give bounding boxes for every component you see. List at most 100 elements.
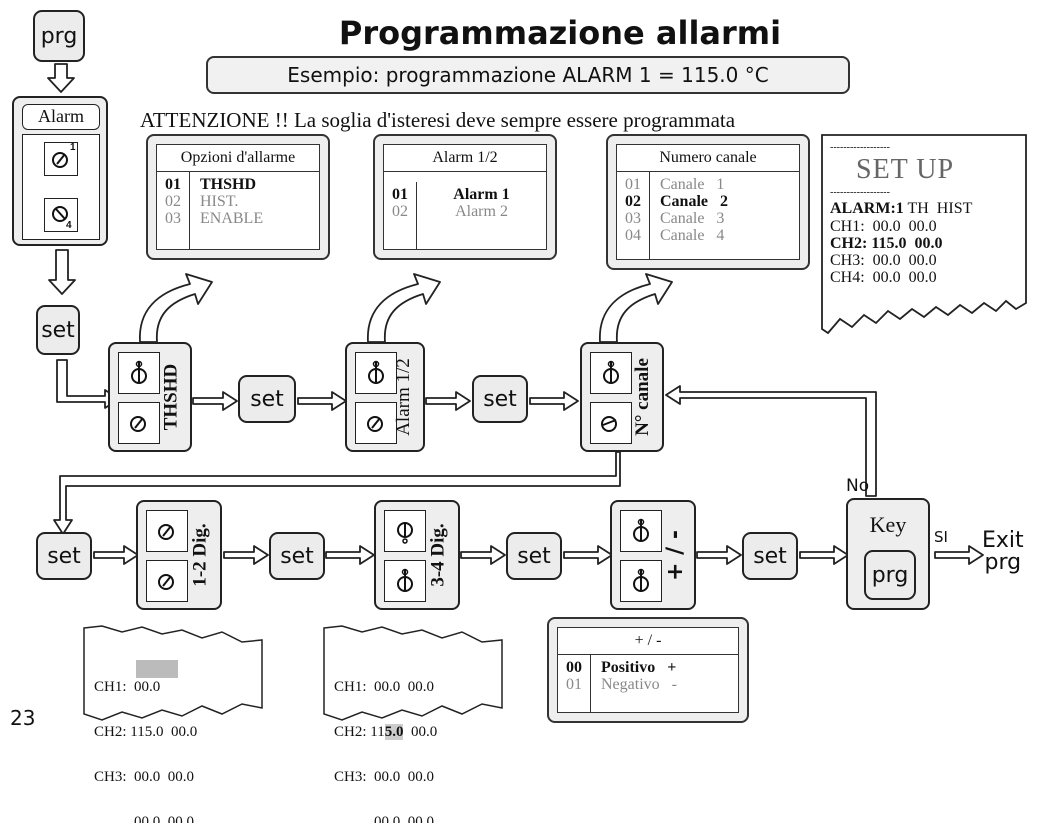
- set-key-1[interactable]: set: [36, 305, 80, 355]
- option: Alarm 2: [455, 203, 508, 220]
- tap-icon: [590, 352, 632, 394]
- slip-paper-2: [323, 625, 503, 721]
- tap-icon: [384, 560, 426, 602]
- dial-4-icon: [44, 198, 78, 232]
- setup-paper: [821, 134, 1027, 335]
- exit-label: Exit prg: [982, 530, 1024, 574]
- sign-label: + / -: [662, 529, 688, 581]
- slip-ch2-rest: 00.0: [163, 724, 198, 740]
- popup-header: Numero canale: [617, 145, 799, 172]
- exit-key-box: Key prg: [846, 498, 930, 610]
- num: 02: [165, 193, 181, 210]
- setup-title: SET UP: [856, 154, 955, 185]
- setup-row: CH1: 00.0 00.0: [830, 218, 937, 235]
- exit-prg-key[interactable]: prg: [864, 550, 916, 600]
- tap-icon: [118, 352, 160, 394]
- example-banner: Esempio: programmazione ALARM 1 = 115.0 …: [206, 56, 850, 94]
- dial-2-icon: [590, 402, 632, 444]
- thshd-label: THSHD: [160, 363, 181, 431]
- dig12-box: 1-2 Dig.: [136, 500, 222, 610]
- option: HIST.: [200, 193, 239, 210]
- option: Negativo -: [601, 676, 677, 693]
- slip-row: CH1: 00.0: [94, 679, 161, 695]
- set-key-4[interactable]: set: [36, 532, 92, 580]
- setup-row: CH3: 00.0 00.0: [830, 252, 937, 269]
- dial-1-digit: 1: [70, 142, 76, 153]
- popup-header: + / -: [558, 628, 738, 655]
- page-number: 23: [10, 706, 36, 730]
- dial-4-digit: 4: [66, 220, 72, 231]
- set-key-5[interactable]: set: [269, 532, 325, 580]
- attention-note: ATTENZIONE !! La soglia d'isteresi deve …: [140, 108, 736, 132]
- option: Positivo +: [601, 659, 677, 676]
- tap-icon: [620, 510, 662, 552]
- num: 01: [165, 176, 181, 193]
- dial-1-icon: [146, 560, 188, 602]
- slip-row-cut: 00.0 00.0: [374, 815, 434, 823]
- set-key-6[interactable]: set: [506, 532, 562, 580]
- option: Canale 2: [660, 193, 728, 210]
- prg-key[interactable]: prg: [33, 10, 85, 62]
- thshd-box: THSHD: [108, 342, 192, 452]
- slip-row-cut: 00.0 00.0: [134, 815, 194, 823]
- sign-box: + / -: [610, 500, 696, 610]
- num: 02: [392, 203, 408, 220]
- num: 04: [625, 227, 641, 244]
- dig34-label: 3-4 Dig.: [428, 523, 450, 587]
- option: Canale 4: [660, 227, 725, 244]
- setup-alarm-rest: TH HIST: [903, 200, 973, 217]
- slip-ch2-rest: 00.0: [403, 724, 438, 740]
- dial-1-icon: [146, 510, 188, 552]
- slip-row: CH3: 00.0 00.0: [334, 769, 435, 785]
- num: 01: [625, 176, 641, 193]
- alarm12-box: Alarm 1/2: [345, 342, 425, 452]
- slip-ch2-value: 115.0: [130, 724, 164, 740]
- set-key-3[interactable]: set: [472, 375, 528, 423]
- page-title: Programmazione allarmi: [338, 14, 782, 52]
- option: Alarm 1: [453, 186, 510, 203]
- alarm-panel-label: Alarm: [22, 104, 100, 130]
- slip-text-1: CH1: 00.0 CH2: 115.0 00.0 CH3: 00.0 00.0…: [94, 650, 197, 838]
- option: Canale 3: [660, 210, 725, 227]
- slip-row: CH2: 11: [334, 724, 385, 740]
- key-label: Key: [869, 512, 907, 537]
- set-key-2[interactable]: set: [238, 375, 296, 423]
- setup-dashes: ------------------: [830, 142, 890, 153]
- tap-icon: [355, 352, 397, 394]
- canale-label: N° canale: [632, 358, 653, 436]
- setup-dashes: ------------------: [830, 187, 890, 198]
- setup-alarm: ALARM:1: [830, 200, 904, 217]
- slip-ch2-bold: 5.0: [384, 724, 404, 740]
- option: Canale 1: [660, 176, 725, 193]
- canale-box: N° canale: [580, 342, 664, 452]
- dial-1-icon: [118, 402, 160, 444]
- setup-text: ------------------ SET UP --------------…: [830, 140, 972, 286]
- dial-1-icon: [44, 142, 78, 176]
- num: 03: [625, 210, 641, 227]
- branch-si: SI: [934, 528, 948, 546]
- num: 01: [566, 676, 582, 693]
- alarm12-label: Alarm 1/2: [393, 358, 415, 436]
- exit-line2: prg: [984, 550, 1022, 575]
- slip-text-2: CH1: 00.0 00.0 CH2: 115.0 00.0 CH3: 00.0…: [334, 650, 437, 838]
- dial-1-icon: [355, 402, 397, 444]
- slip-row: CH1: 00.0 00.0: [334, 679, 435, 695]
- setup-row: CH4: 00.0 00.0: [830, 269, 937, 286]
- option: THSHD: [200, 176, 257, 193]
- set-key-7[interactable]: set: [742, 532, 798, 580]
- popup-header: Alarm 1/2: [384, 145, 546, 172]
- exit-line1: Exit: [982, 528, 1024, 553]
- alarm-panel: Alarm 1 4: [12, 96, 108, 246]
- slip-paper-1: [83, 625, 263, 721]
- num: 01: [392, 186, 408, 203]
- slip-row: CH3: 00.0 00.0: [94, 769, 195, 785]
- setup-row: CH2: 115.0 00.0: [830, 235, 943, 252]
- branch-no: No: [846, 476, 870, 496]
- num: 03: [165, 210, 181, 227]
- num: 00: [566, 659, 582, 676]
- popup-header: Opzioni d'allarme: [157, 145, 319, 172]
